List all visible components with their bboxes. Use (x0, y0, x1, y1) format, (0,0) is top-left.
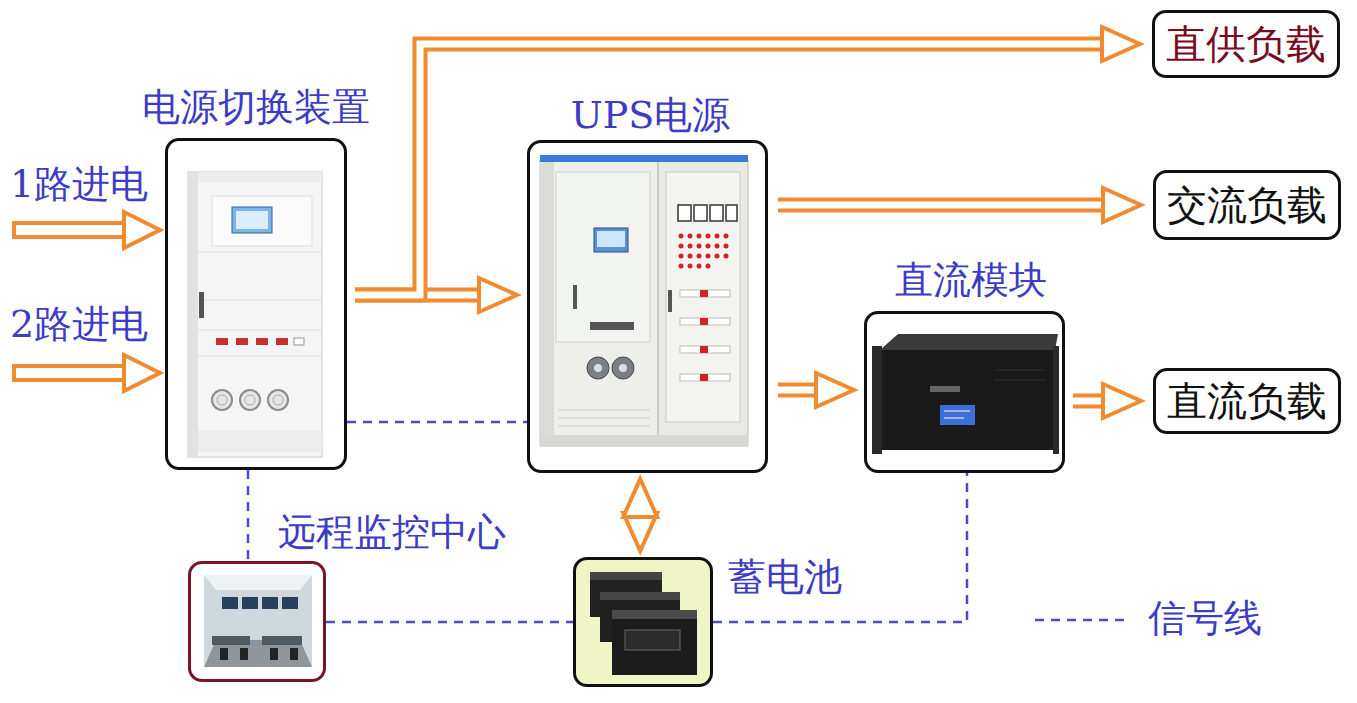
signal-dash (347, 421, 527, 424)
box-label: 直供负载 (1166, 21, 1326, 67)
battery-box: 蓄电池 (573, 557, 713, 687)
arrow-outline (778, 198, 1107, 213)
signal-line (713, 473, 967, 622)
arrow-head (479, 278, 517, 312)
power-arrow (355, 27, 1140, 295)
load-box: 直供负载 (1152, 10, 1340, 78)
box-label: 直流负载 (1167, 378, 1327, 424)
input-arrow (14, 355, 160, 391)
dc-module-box: 直流模块 (864, 311, 1065, 473)
switch-cabinet-box: 电源切换装置 (165, 138, 347, 470)
signal-dash (247, 470, 250, 561)
box-heading: 远程监控中心 (278, 511, 506, 555)
arrow-core (355, 44, 1106, 295)
arrow-head (1102, 27, 1140, 61)
load-box: 交流负载 (1153, 170, 1341, 240)
legend-label: 信号线 (1148, 597, 1262, 641)
power-arrow (778, 373, 854, 407)
ups-cabinet-box: UPS电源 (527, 140, 768, 473)
legend-line-sample (1035, 596, 1130, 642)
arrow-outline (778, 383, 820, 398)
arrow-outline (355, 44, 1106, 295)
arrow-head (1103, 188, 1141, 222)
box-heading: 直流模块 (895, 259, 1047, 303)
ups-cabinet-picture (540, 155, 748, 447)
control-room-picture (204, 575, 312, 667)
input-arrow (14, 212, 160, 248)
legend-item: 信号线 (1035, 596, 1262, 642)
box-heading: 蓄电池 (728, 556, 842, 600)
arrow-head (816, 373, 854, 407)
box-heading: 电源切换装置 (142, 86, 370, 130)
input-label: 2路进电 (10, 303, 148, 347)
input-label: 1路进电 (10, 163, 148, 207)
signal-dash (713, 473, 967, 622)
arrow-head (1103, 384, 1141, 418)
signal-line (326, 622, 573, 623)
power-arrow (1073, 384, 1141, 418)
signal-dash (326, 621, 573, 624)
power-arrow (778, 188, 1141, 222)
signal-line (248, 470, 249, 561)
battery-picture (575, 559, 711, 685)
dc-module-picture (872, 334, 1059, 454)
box-heading: UPS电源 (571, 94, 731, 138)
monitor-center-box: 远程监控中心 (188, 561, 326, 682)
arrow-core (778, 387, 820, 394)
arrow-core (778, 202, 1107, 209)
power-arrow (623, 479, 657, 551)
box-label: 交流负载 (1167, 182, 1327, 228)
signal-line (347, 422, 527, 423)
arrow-head (623, 479, 657, 517)
load-box: 直流负载 (1153, 368, 1341, 434)
switch-cabinet-picture (188, 172, 322, 457)
